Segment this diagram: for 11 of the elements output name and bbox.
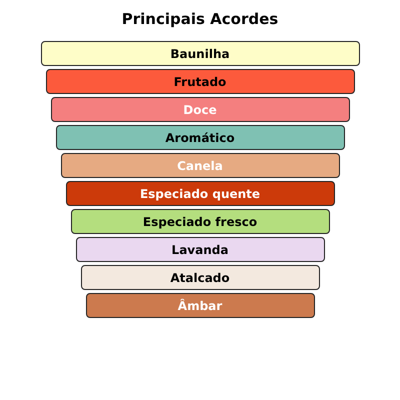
accord-bar: Lavanda [76,237,324,262]
accord-bar: Aromático [56,125,344,150]
accord-bar: Canela [60,153,340,178]
accord-bar: Especiado fresco [70,209,330,234]
accord-bar: Atalcado [80,265,320,290]
accord-bar: Frutado [46,69,354,94]
chart-title: Principais Acordes [120,10,280,28]
accord-bar: Âmbar [86,293,314,318]
accord-bar: Especiado quente [66,181,334,206]
accord-bar: Baunilha [40,41,360,66]
accord-bar: Doce [50,97,350,122]
